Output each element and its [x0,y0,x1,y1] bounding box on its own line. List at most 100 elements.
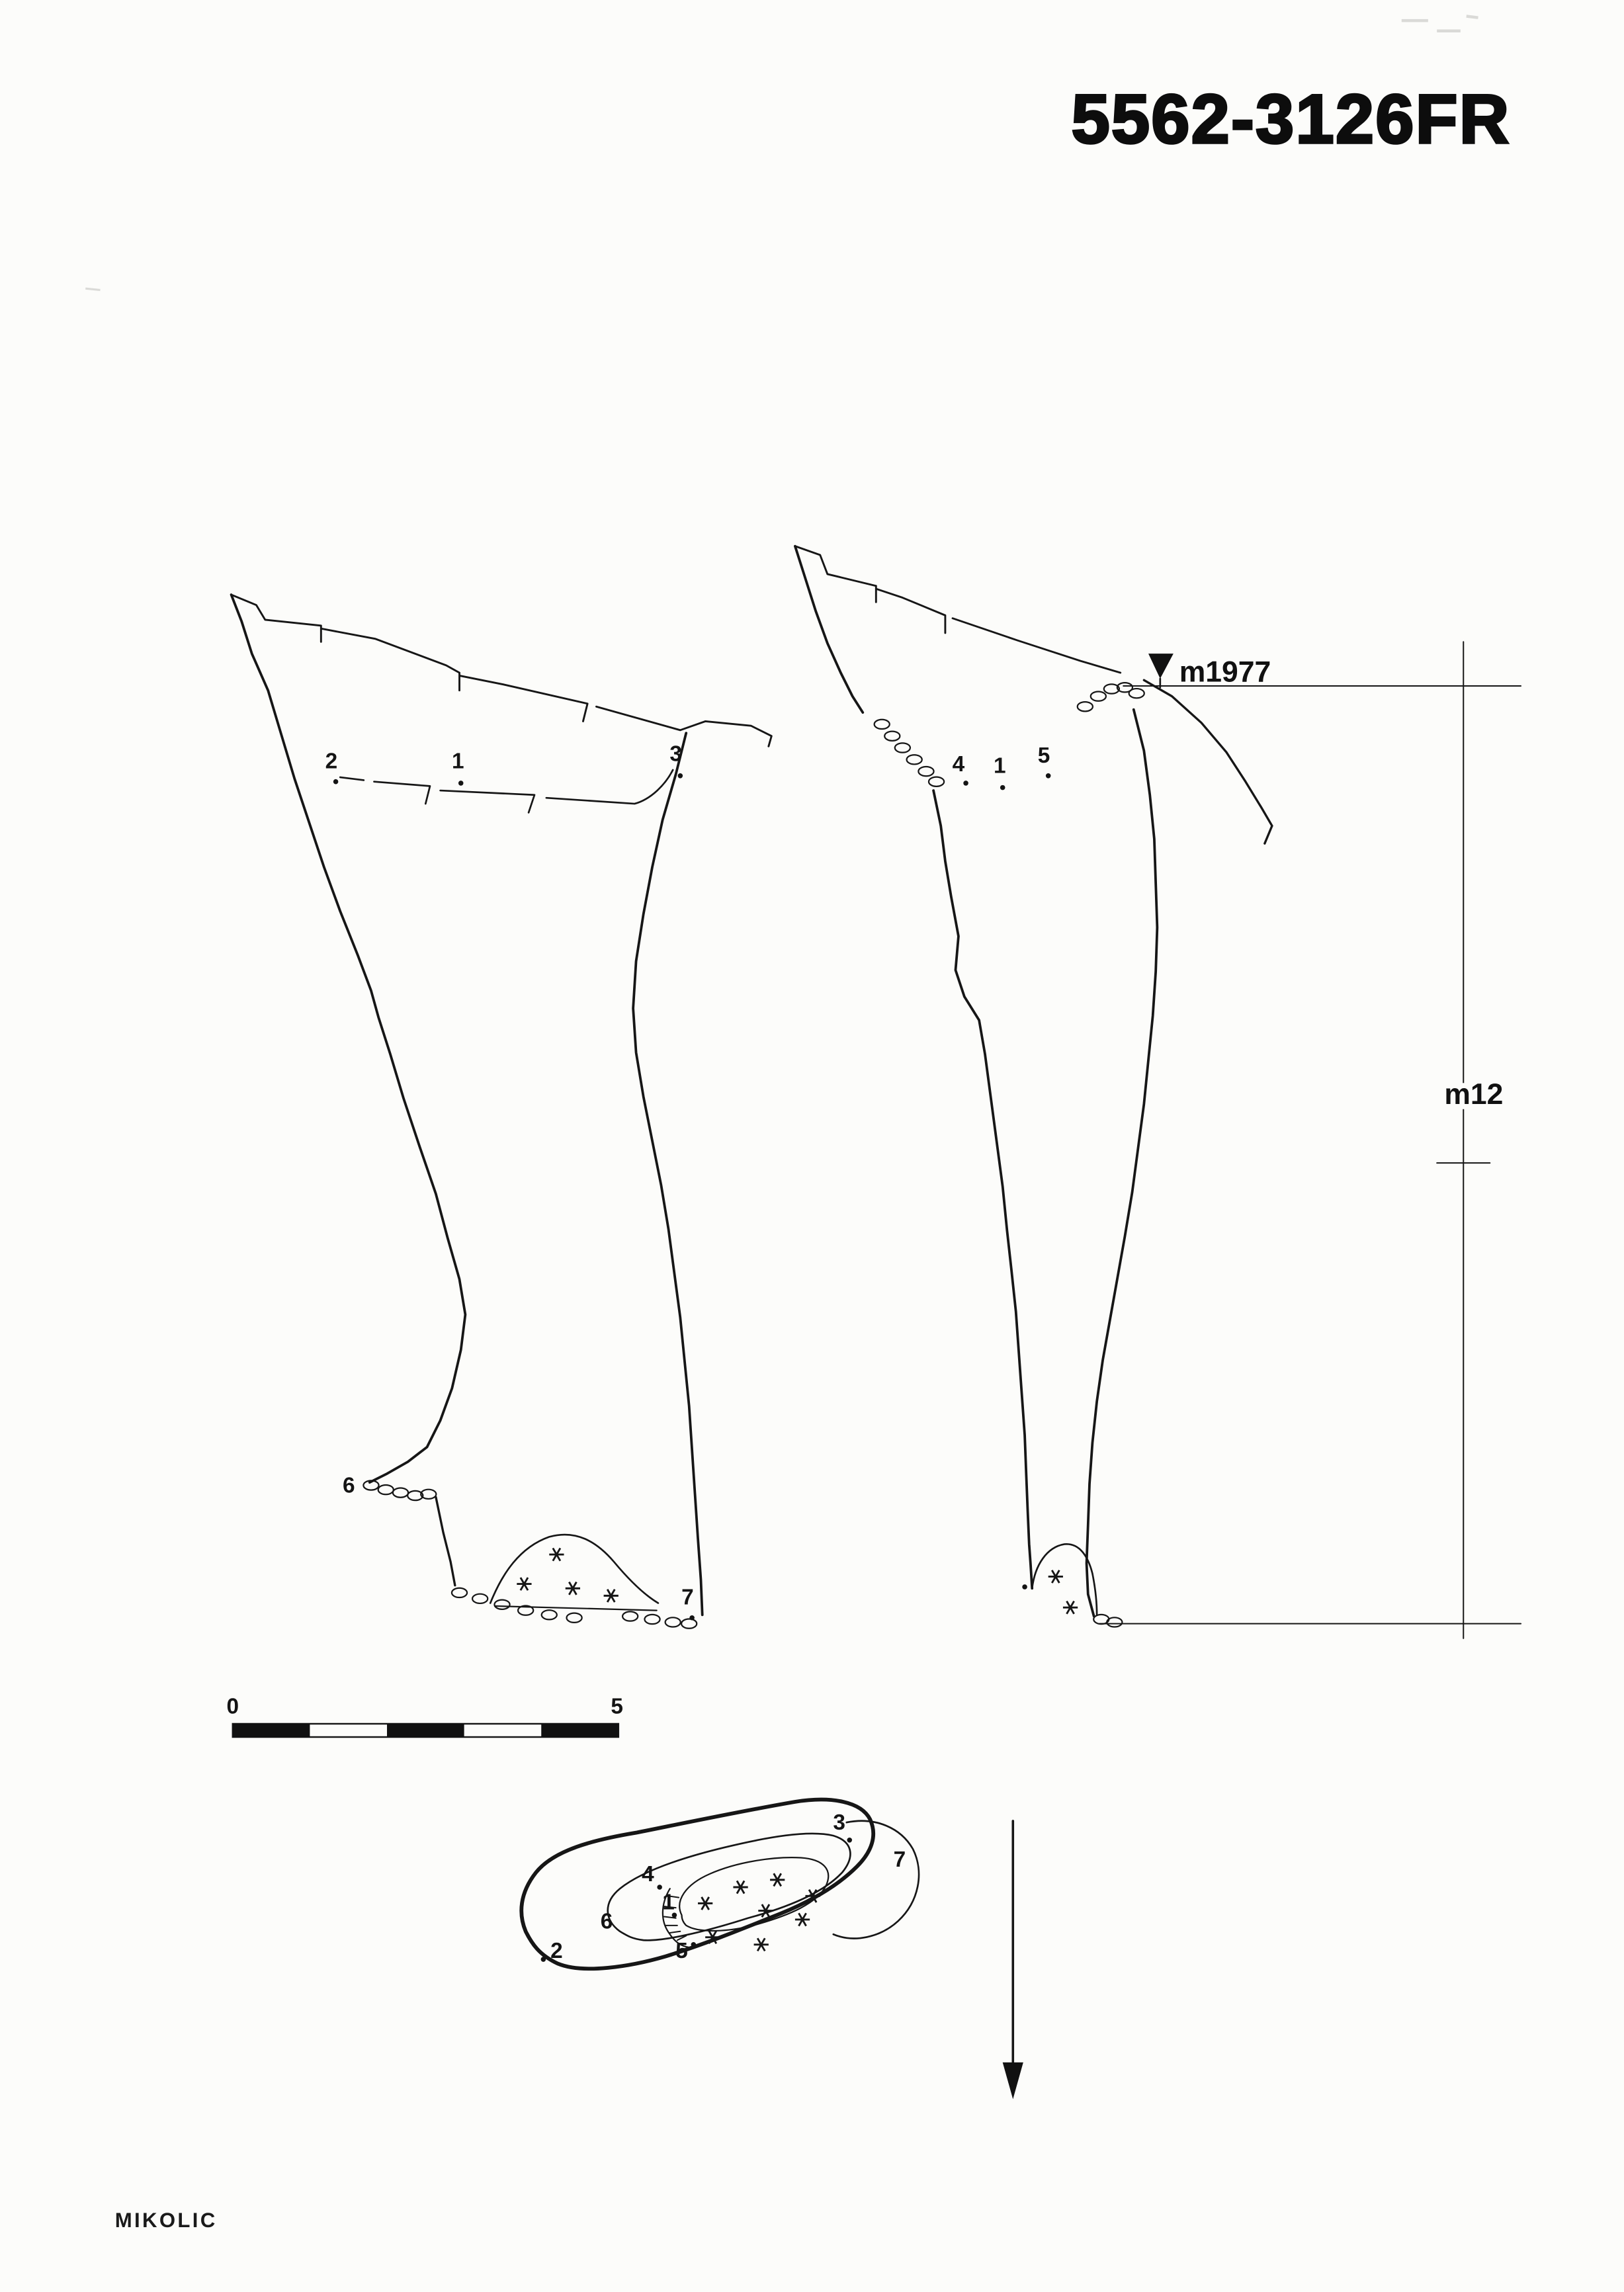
plan-point-label-6: 6 [601,1909,613,1933]
stone [664,1617,681,1628]
stone [392,1487,409,1498]
surveyor-credit: MIKOLIC [115,2209,218,2232]
point-dot [1022,1584,1027,1590]
point-dot [333,779,339,785]
sediment-mound-outline [489,1533,660,1604]
plan-point-label-3: 3 [833,1810,845,1835]
sediment-asterisk [564,1581,581,1596]
point-dot [671,1912,677,1918]
stone [906,754,923,765]
plan-point-label-2: 2 [550,1939,563,1963]
right-wall [1085,708,1159,1618]
plan-point-label-7: 7 [894,1847,906,1872]
stone [450,1587,468,1599]
stone [1090,691,1107,702]
point-label-3: 3 [669,742,682,767]
right-wall [632,732,704,1617]
sediment-asterisk [515,1576,533,1592]
stone [873,718,890,730]
sediment-asterisk [1062,1600,1079,1615]
sediment-asterisk [1047,1569,1064,1584]
stone [894,742,912,753]
surface-line [230,593,773,747]
point-dot [540,1957,546,1962]
point-label-1: 1 [452,749,464,774]
plan-sediment-outline [679,1857,830,1932]
point-dot [458,781,464,786]
stone [918,765,935,777]
point-label-7: 7 [681,1586,694,1610]
point-label-4: 4 [953,752,965,777]
point-dot [1045,773,1051,779]
sediment-asterisk [548,1547,565,1562]
plan-outer-outline [519,1797,876,1971]
point-dot [677,773,683,779]
arrow-head-icon [1002,2062,1023,2100]
point-dot [847,1838,853,1843]
scale-start-label: 0 [227,1694,239,1719]
datum-triangle-icon [1148,654,1174,679]
left-wall [230,593,467,1484]
plan-view: 3 7 4 1 6 2 5 [519,1797,920,1971]
point-dot [691,1942,697,1947]
point-dot [1000,785,1005,790]
datum-marker: m1977 [1123,654,1522,689]
stone [471,1593,489,1605]
stone [644,1613,661,1625]
hatch-spine [662,1888,693,1949]
plan-inner-outline [607,1832,851,1941]
depth-label: m12 [1444,1078,1503,1111]
point-label-6: 6 [343,1474,355,1498]
point-dot [657,1885,662,1890]
stone [884,730,901,742]
plan-point-label-4: 4 [642,1862,654,1887]
mouth-stones-right [1076,682,1145,712]
surface-line-right [1142,679,1273,845]
datum-label: m1977 [1179,656,1271,688]
scan-artifact [85,287,101,291]
lower-left-wall [435,1496,456,1587]
point-label-2: 2 [325,749,338,774]
plan-right-lobe [832,1820,920,1939]
mouth-stones-left [873,718,945,787]
scale-bar-segment [387,1723,464,1738]
stone [493,1599,511,1610]
scale-bar-segment [541,1723,619,1738]
scale-bar: 0 5 [227,1694,623,1738]
scale-bar-segment [232,1723,310,1738]
point-dot [689,1615,695,1621]
left-wall-lower [932,789,1034,1590]
stones-cluster-6 [363,1480,437,1502]
sediment-mound-outline [1031,1543,1098,1616]
scan-artifact [1401,15,1478,32]
plan-slope-hatching [662,1888,693,1949]
surface-line-left [794,545,1122,674]
profile-section-left: 2 1 3 6 7 [230,593,773,1629]
stone [1106,1617,1123,1628]
sediment-asterisk [794,1912,811,1928]
stone [566,1612,583,1623]
plan-point-label-5: 5 [675,1939,688,1963]
ledge-line [339,769,674,814]
sediment-asterisk [603,1588,620,1603]
point-label-1: 1 [994,753,1006,778]
sediment-asterisks [515,1547,620,1603]
sediment-asterisk [697,1896,714,1911]
stone [377,1484,394,1496]
stone [680,1618,698,1629]
sheet-title: 5562-3126FR [1071,81,1510,158]
depth-scale: m12 [1099,641,1522,1639]
sediment-asterisk [769,1872,786,1887]
hatch-ticks [663,1895,687,1941]
bottom-stones [1093,1613,1123,1628]
scale-end-label: 5 [611,1694,623,1719]
profile-section-right: m1977 4 1 5 [794,544,1522,1628]
orientation-arrow [1002,1820,1023,2100]
scan-artifacts [85,15,1478,291]
sediment-asterisk [753,1937,770,1952]
sediment-asterisks [1047,1569,1079,1615]
stone [621,1611,639,1622]
stone [1128,687,1145,699]
